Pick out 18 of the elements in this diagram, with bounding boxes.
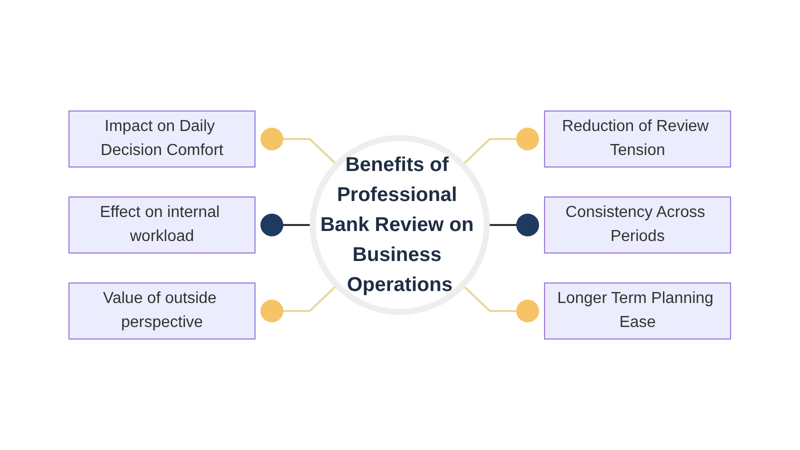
- connector: [487, 224, 517, 226]
- node-circle: Benefits of Professional Bank Review on Business Operations: [310, 135, 490, 315]
- node-circle: [260, 214, 284, 236]
- connector: [283, 138, 338, 166]
- node-label: Impact on Daily Decision Comfort: [100, 118, 224, 159]
- node-circle: [260, 300, 284, 322]
- node-circle: [260, 128, 284, 150]
- connector: [283, 284, 338, 312]
- node-label: Reduction of Review Tension: [562, 118, 709, 159]
- connector: [462, 138, 517, 166]
- node-label: Consistency Across Periods: [566, 204, 706, 245]
- node-label: Effect on internal workload: [100, 204, 220, 245]
- connector: [462, 284, 517, 312]
- node-circle: [516, 214, 540, 236]
- node-circle: [516, 128, 540, 150]
- node-label: Longer Term Planning Ease: [557, 290, 714, 331]
- node-circle: [516, 300, 540, 322]
- node-label: Value of outside perspective: [103, 290, 217, 331]
